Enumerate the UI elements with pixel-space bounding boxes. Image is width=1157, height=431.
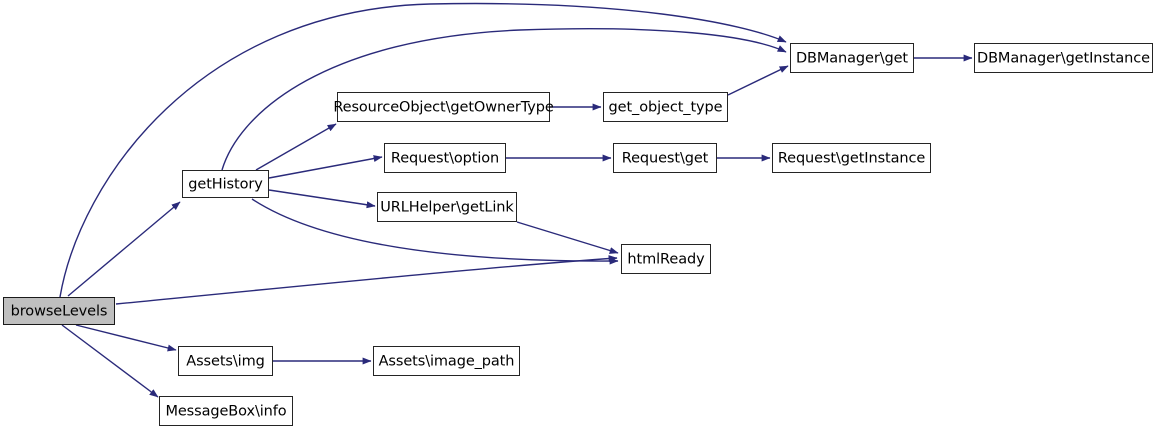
node-label: get_object_type bbox=[608, 99, 723, 116]
node-Request_get[interactable]: Request\get bbox=[613, 143, 717, 173]
edge-getHistory-to-ResourceObject_getOwnerType bbox=[255, 123, 337, 171]
node-Request_option[interactable]: Request\option bbox=[384, 143, 506, 173]
node-Assets_image_path[interactable]: Assets\image_path bbox=[373, 346, 520, 376]
edge-get_object_type-to-DBManager_get bbox=[727, 65, 789, 96]
node-label: MessageBox\info bbox=[165, 403, 287, 420]
edge-browseLevels-to-DBManager_get bbox=[59, 2, 787, 298]
node-label: Request\getInstance bbox=[777, 150, 926, 167]
node-label: htmlReady bbox=[627, 251, 705, 268]
node-MessageBox_info[interactable]: MessageBox\info bbox=[159, 396, 293, 426]
edges-group bbox=[59, 2, 973, 398]
node-label: URLHelper\getLink bbox=[380, 199, 514, 216]
node-getHistory[interactable]: getHistory bbox=[182, 170, 269, 198]
node-label: getHistory bbox=[188, 176, 263, 193]
node-label: DBManager\get bbox=[795, 50, 909, 67]
node-get_object_type[interactable]: get_object_type bbox=[603, 92, 728, 122]
edge-browseLevels-to-getHistory bbox=[67, 201, 181, 297]
node-ResourceObject_getOwnerType[interactable]: ResourceObject\getOwnerType bbox=[333, 92, 554, 122]
edge-getHistory-to-Request_option bbox=[268, 155, 383, 179]
node-URLHelper_getLink[interactable]: URLHelper\getLink bbox=[377, 192, 517, 222]
edge-getHistory-to-DBManager_get bbox=[221, 28, 787, 171]
edge-browseLevels-to-MessageBox_info bbox=[61, 324, 159, 398]
edge-URLHelper_getLink-to-htmlReady bbox=[516, 221, 619, 254]
edge-getHistory-to-htmlReady bbox=[251, 198, 619, 265]
node-DBManager_get[interactable]: DBManager\get bbox=[790, 43, 914, 73]
edge-browseLevels-to-htmlReady bbox=[115, 255, 618, 305]
node-label: browseLevels bbox=[10, 303, 108, 320]
node-label: ResourceObject\getOwnerType bbox=[333, 99, 554, 116]
node-Request_getInstance[interactable]: Request\getInstance bbox=[772, 143, 931, 173]
edge-browseLevels-to-Assets_img bbox=[75, 324, 177, 352]
node-label: Assets\img bbox=[186, 353, 265, 370]
node-Assets_img[interactable]: Assets\img bbox=[178, 346, 273, 376]
node-browseLevels[interactable]: browseLevels bbox=[3, 297, 115, 325]
node-label: Request\option bbox=[390, 150, 500, 167]
node-label: Assets\image_path bbox=[378, 353, 515, 370]
edge-getHistory-to-URLHelper_getLink bbox=[268, 189, 376, 209]
node-label: Request\get bbox=[621, 150, 709, 167]
node-label: DBManager\getInstance bbox=[977, 50, 1150, 67]
node-DBManager_getInstance[interactable]: DBManager\getInstance bbox=[974, 43, 1153, 73]
node-htmlReady[interactable]: htmlReady bbox=[621, 244, 711, 274]
